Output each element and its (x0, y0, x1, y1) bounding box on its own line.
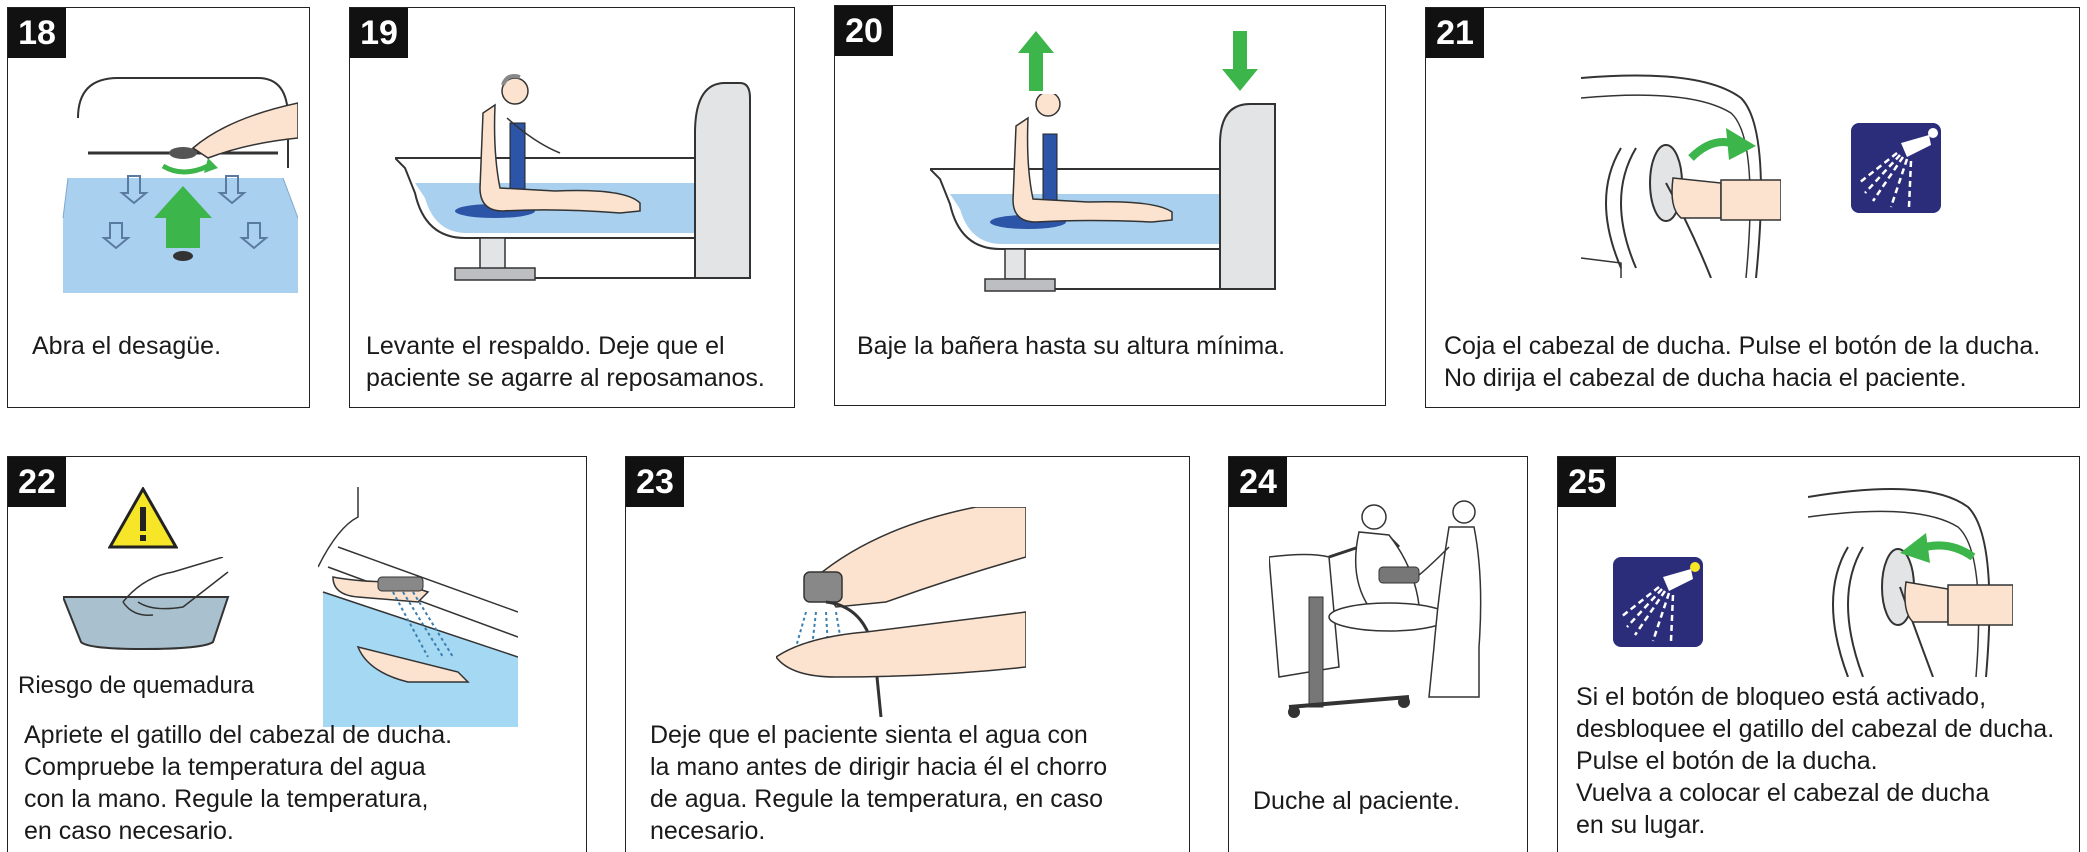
shower-holder-return-illustration (1808, 488, 2013, 677)
step-number: 22 (8, 457, 66, 507)
step-caption: Coja el cabezal de ducha. Pulse el botón… (1444, 332, 2041, 392)
step-caption: Apriete el gatillo del cabezal de ducha.… (24, 721, 453, 845)
step-number: 18 (8, 8, 66, 58)
step-caption: Baje la bañera hasta su altura mínima. (857, 332, 1286, 360)
step-panel-21: 21 Coja el cabezal de ducha. Pulse el bo… (1425, 7, 2080, 408)
step-panel-22: 22 Riesgo de quemadura Apriete el gatill… (7, 456, 587, 852)
lowered-bathtub-illustration (930, 94, 1276, 292)
step-caption: Abra el desagüe. (32, 332, 222, 360)
bathtub-patient-illustration (395, 74, 751, 281)
burn-risk-label: Riesgo de quemadura (18, 672, 255, 699)
step-number: 19 (350, 8, 408, 58)
step-panel-19: 19 Levante el respaldo. Deje que el paci… (349, 7, 795, 408)
shower-test-illustration (318, 487, 518, 727)
step-caption: Deje que el paciente sienta el agua con … (650, 721, 1108, 845)
drain-illustration (62, 77, 298, 293)
step-panel-24: 24 Duche al paciente. (1228, 456, 1528, 852)
down-arrow-icon (1222, 31, 1258, 91)
shower-button-icon (1851, 123, 1941, 213)
step-number: 24 (1229, 457, 1287, 507)
step-panel-23: 23 Deje que el paciente sienta el agua c… (625, 456, 1190, 852)
step-caption: Levante el respaldo. Deje que el pacient… (366, 332, 765, 392)
step-panel-25: 25 Si el botón de bloqueo está activado,… (1557, 456, 2080, 852)
up-arrow-icon (1018, 31, 1054, 91)
hand-in-water-illustration (63, 557, 230, 651)
hand-test-water-illustration (776, 507, 1026, 717)
step-number: 21 (1426, 8, 1484, 58)
showering-patient-illustration (1269, 500, 1482, 718)
step-caption: Si el botón de bloqueo está activado, de… (1576, 683, 2055, 839)
step-panel-20: 20 Baje la bañera hasta su altura mínima… (834, 5, 1386, 406)
step-number: 23 (626, 457, 684, 507)
shower-holder-illustration (1581, 74, 1781, 278)
step-panel-18: 18 Abra el desagüe. (7, 7, 310, 408)
step-caption: Duche al paciente. (1253, 787, 1461, 815)
step-number: 25 (1558, 457, 1616, 507)
step-number: 20 (835, 6, 893, 56)
shower-button-icon (1613, 557, 1703, 647)
warning-icon (108, 487, 178, 549)
